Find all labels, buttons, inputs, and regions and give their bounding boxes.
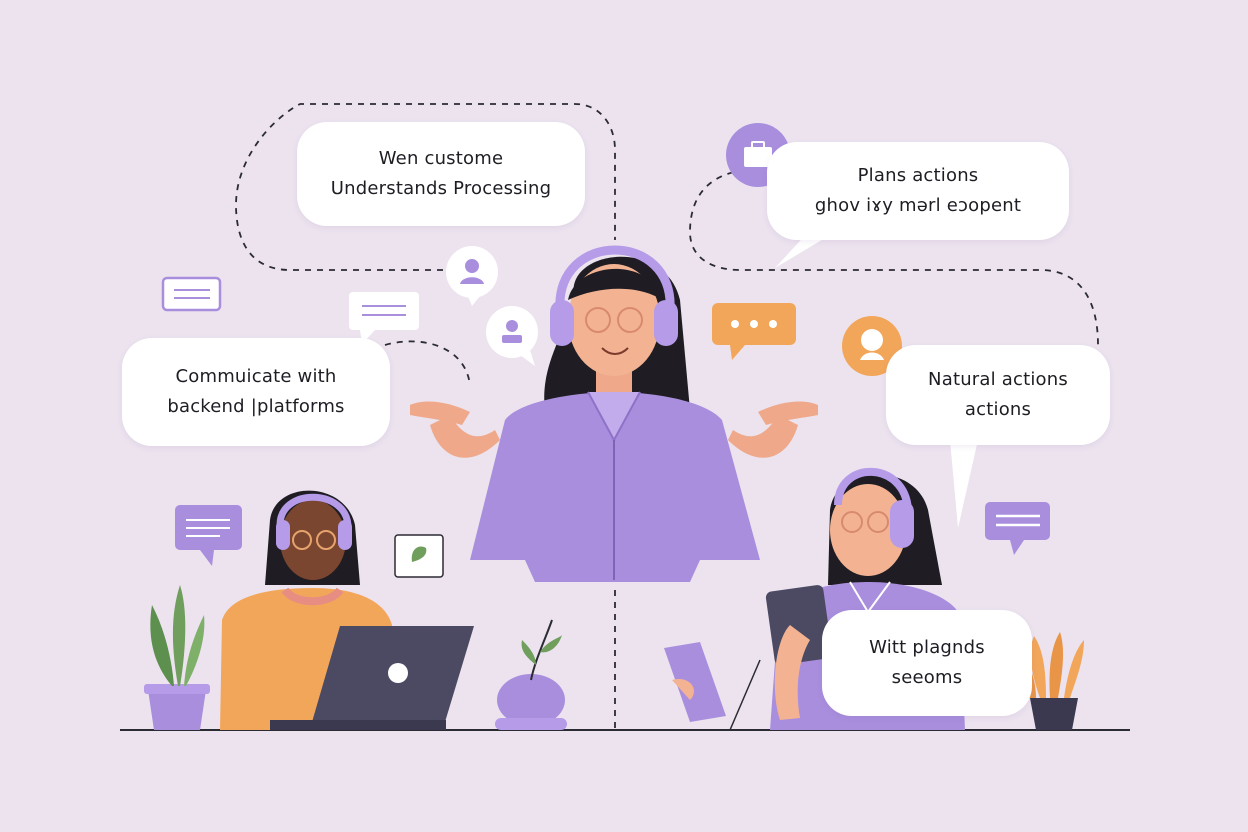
bubble-line: Witt plagnds bbox=[869, 637, 985, 658]
bubble-line: Understands Processing bbox=[330, 178, 552, 199]
bubble-line: actions bbox=[964, 399, 1032, 420]
bubble-line: Wen custome bbox=[378, 148, 504, 169]
bubble-line: Plans actions bbox=[857, 165, 979, 186]
dashed-connectors bbox=[235, 103, 1099, 730]
bubble-line: backend |platforms bbox=[167, 396, 345, 417]
bubble-line: ghov iɤy mərl eɔopent bbox=[814, 195, 1022, 216]
orange-face-icon bbox=[842, 316, 902, 376]
purple-chat-icon bbox=[985, 502, 1050, 555]
bubble-line: Natural actions bbox=[928, 369, 1068, 390]
plant-left bbox=[144, 585, 210, 730]
speech-bubble-plans: Plans actions ghov iɤy mərl eɔopent bbox=[767, 142, 1069, 240]
speech-bubble-witt: Witt plagnds seeoms bbox=[822, 610, 1032, 716]
text-box-icon bbox=[161, 276, 222, 312]
person-icon bbox=[446, 246, 498, 306]
speech-bubble-understands: Wen custome Understands Processing bbox=[297, 122, 585, 226]
left-agent bbox=[220, 490, 474, 730]
user-card-icon bbox=[486, 306, 538, 366]
leaf-square-icon bbox=[394, 534, 444, 578]
center-agent bbox=[410, 245, 818, 582]
bubble-line: seeoms bbox=[891, 667, 963, 688]
plant-center bbox=[495, 619, 567, 730]
speech-bubble-icon bbox=[175, 505, 242, 566]
speech-bubble-natural-actions: Natural actions actions bbox=[886, 345, 1110, 445]
speech-bubble-communicate: Commuicate with backend |platforms bbox=[122, 338, 390, 446]
message-icon bbox=[349, 292, 419, 344]
bubble-line: Commuicate with bbox=[175, 366, 337, 387]
orange-chat-icon bbox=[712, 303, 796, 360]
